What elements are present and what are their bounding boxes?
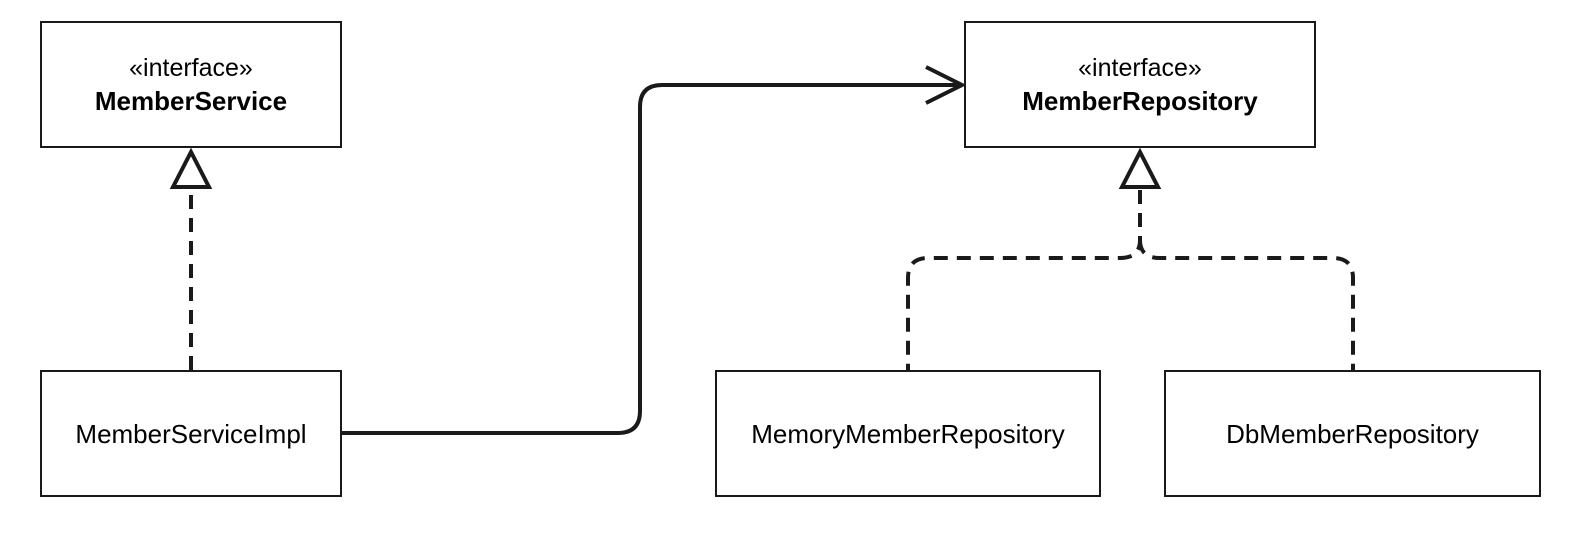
- association-line: [342, 83, 962, 435]
- memory-member-repository-class-box: MemoryMemberRepository: [715, 370, 1101, 497]
- stereotype-label: «interface»: [129, 53, 253, 82]
- member-repository-interface-box: «interface» MemberRepository: [964, 21, 1316, 148]
- open-arrowhead-icon: [925, 65, 967, 105]
- hollow-triangle-arrowhead-icon: [169, 147, 213, 189]
- class-name: MemoryMemberRepository: [751, 418, 1065, 449]
- realization-branch-line: [906, 190, 1142, 370]
- class-name: MemberServiceImpl: [75, 418, 307, 449]
- edge-impl-to-member-service: [169, 147, 213, 370]
- hollow-triangle-arrowhead-icon: [1118, 147, 1162, 189]
- class-name: MemberRepository: [1022, 85, 1258, 116]
- edge-impl-to-member-repository: [342, 65, 967, 435]
- class-name: MemberService: [94, 85, 288, 116]
- class-name: DbMemberRepository: [1226, 418, 1479, 449]
- edge-implementations-to-member-repository: [906, 147, 1355, 370]
- stereotype-label: «interface»: [1078, 53, 1202, 82]
- member-service-impl-class-box: MemberServiceImpl: [40, 370, 342, 497]
- member-service-interface-box: «interface» MemberService: [40, 21, 342, 148]
- realization-branch-line: [1138, 239, 1355, 370]
- db-member-repository-class-box: DbMemberRepository: [1164, 370, 1541, 497]
